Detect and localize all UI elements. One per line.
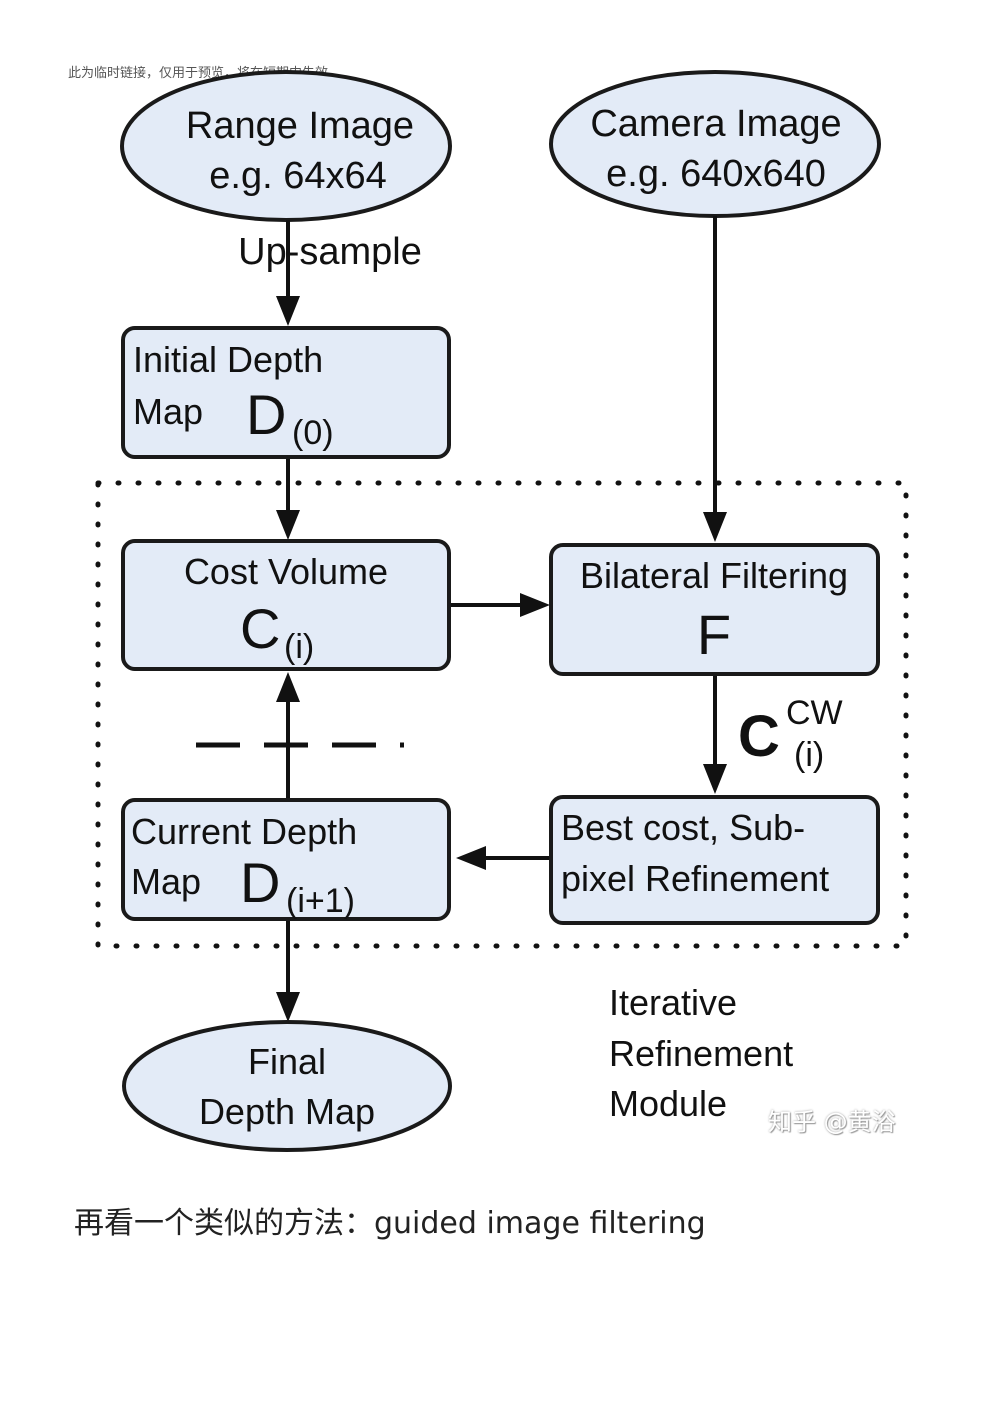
bilateral-symbol: F bbox=[697, 603, 731, 666]
final-line2: Depth Map bbox=[199, 1091, 375, 1132]
camera-image-title: Camera Image bbox=[590, 103, 841, 145]
initial-depth-node: Initial Depth Map D (0) bbox=[121, 326, 451, 459]
camera-image-size: e.g. 640x640 bbox=[606, 153, 826, 195]
module-line1: Iterative bbox=[609, 982, 737, 1023]
refinement-flow-diagram: Range Image e.g. 64x64 Camera Image e.g.… bbox=[95, 70, 909, 1152]
best-cost-line2: pixel Refinement bbox=[561, 858, 829, 899]
initial-depth-symbol: D bbox=[246, 383, 286, 446]
ccw-symbol: C bbox=[738, 704, 780, 769]
bilateral-filtering-node: Bilateral Filtering F bbox=[549, 543, 880, 676]
ccw-label: C CW (i) bbox=[738, 694, 843, 774]
iterative-module-boundary bbox=[95, 480, 909, 949]
current-depth-subscript: (i+1) bbox=[286, 882, 355, 920]
ccw-subscript: (i) bbox=[794, 736, 824, 774]
current-depth-title: Current Depth bbox=[131, 811, 357, 852]
feedback-arrow bbox=[276, 672, 300, 798]
zhihu-watermark: 知乎 @黄浴 bbox=[768, 1108, 896, 1136]
camera-to-bilateral-arrow bbox=[703, 216, 727, 542]
initial-to-cost-arrow bbox=[276, 459, 300, 540]
current-depth-node: Current Depth Map D (i+1) bbox=[121, 798, 451, 921]
camera-image-node: Camera Image e.g. 640x640 bbox=[549, 70, 881, 218]
best-cost-line1: Best cost, Sub- bbox=[561, 807, 805, 848]
initial-depth-map-label: Map bbox=[133, 391, 203, 432]
ccw-superscript: CW bbox=[786, 694, 843, 732]
bilateral-to-bestcost-arrow bbox=[703, 676, 727, 794]
final-depth-node: Final Depth Map bbox=[122, 1020, 452, 1152]
cost-to-bilateral-arrow bbox=[451, 593, 550, 617]
current-depth-map-label: Map bbox=[131, 861, 201, 902]
cost-volume-title: Cost Volume bbox=[184, 551, 388, 592]
module-line2: Refinement bbox=[609, 1033, 793, 1074]
bestcost-to-current-arrow bbox=[456, 846, 549, 870]
iterative-module-label: Iterative Refinement Module bbox=[609, 982, 793, 1124]
cost-volume-subscript: (i) bbox=[284, 628, 314, 666]
range-image-title: Range Image bbox=[186, 105, 414, 147]
range-image-size: e.g. 64x64 bbox=[209, 155, 386, 197]
section-caption: 再看一个类似的方法：guided image filtering bbox=[74, 1206, 706, 1241]
upsample-arrow bbox=[276, 220, 300, 326]
final-line1: Final bbox=[248, 1041, 326, 1082]
cost-volume-symbol: C bbox=[240, 597, 280, 660]
upsample-label: Up-sample bbox=[238, 231, 422, 273]
bilateral-title: Bilateral Filtering bbox=[580, 555, 848, 596]
current-to-final-arrow bbox=[276, 921, 300, 1022]
initial-depth-title: Initial Depth bbox=[133, 339, 323, 380]
best-cost-node: Best cost, Sub- pixel Refinement bbox=[549, 795, 880, 925]
range-image-node: Range Image e.g. 64x64 bbox=[120, 70, 452, 222]
current-depth-symbol: D bbox=[240, 851, 280, 914]
module-line3: Module bbox=[609, 1083, 727, 1124]
initial-depth-subscript: (0) bbox=[292, 414, 334, 452]
cost-volume-node: Cost Volume C (i) bbox=[121, 539, 451, 671]
